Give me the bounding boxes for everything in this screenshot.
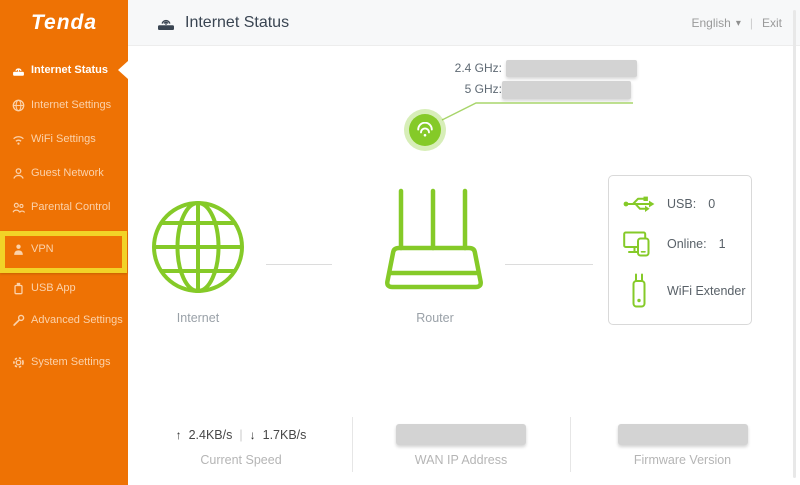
- internet-node-label: Internet: [176, 311, 220, 325]
- upload-arrow-icon: ↑: [175, 427, 182, 442]
- speed-values: ↑ 2.4KB/s | ↓ 1.7KB/s: [130, 424, 352, 445]
- header-right: English ▾ | Exit: [691, 0, 782, 46]
- wifi-extender-row[interactable]: WiFi Extender: [609, 273, 751, 309]
- wrench-icon: [11, 313, 25, 327]
- wan-ip-section: WAN IP Address: [352, 424, 570, 467]
- connector-internet-router: [266, 264, 332, 265]
- download-speed-value: 1.7KB/s: [262, 427, 307, 442]
- sidebar-item-parental-control[interactable]: Parental Control: [0, 196, 128, 218]
- usb-label: USB:: [667, 196, 697, 211]
- sidebar-item-label: Parental Control: [31, 201, 111, 213]
- footer-divider-1: [352, 417, 353, 472]
- router-status-icon: [11, 63, 25, 77]
- redacted-wan-ip-value: [396, 424, 526, 445]
- upload-speed-value: 2.4KB/s: [188, 427, 233, 442]
- header-separator: |: [749, 16, 753, 30]
- firmware-label: Firmware Version: [633, 453, 732, 467]
- online-label: Online:: [667, 237, 707, 251]
- sidebar-item-usb-app[interactable]: USB App: [0, 277, 128, 299]
- router-title-icon: [156, 15, 176, 32]
- internet-globe-icon: [152, 201, 244, 293]
- firmware-section: Firmware Version: [570, 424, 795, 467]
- language-selector[interactable]: English ▾: [691, 16, 740, 30]
- exit-button[interactable]: Exit: [761, 16, 782, 30]
- current-speed-label: Current Speed: [200, 453, 282, 467]
- usb-app-icon: [11, 281, 25, 295]
- router-node[interactable]: [381, 186, 489, 294]
- redacted-ssid-5g-value: [502, 81, 631, 99]
- wan-ip-label: WAN IP Address: [414, 453, 508, 467]
- sidebar-item-guest-network[interactable]: Guest Network: [0, 162, 128, 184]
- wifi-icon: [11, 132, 25, 146]
- router-node-label: Router: [416, 311, 454, 325]
- sidebar-item-label: System Settings: [31, 356, 111, 368]
- sidebar-item-internet-status[interactable]: Internet Status: [0, 59, 128, 81]
- band-5g-label: 5 GHz:: [464, 82, 502, 96]
- sidebar-item-label: WiFi Settings: [31, 133, 96, 145]
- gear-icon: [11, 355, 25, 369]
- redacted-ssid-2g-value: [506, 60, 637, 77]
- wifi-callout-line: [436, 95, 636, 123]
- sidebar-item-label: Internet Settings: [31, 99, 112, 111]
- current-speed-section: ↑ 2.4KB/s | ↓ 1.7KB/s Current Speed: [130, 424, 352, 468]
- sidebar-item-label: USB App: [31, 282, 76, 294]
- scrollbar[interactable]: [793, 10, 796, 478]
- online-devices-icon: [621, 231, 657, 257]
- sidebar-item-system-settings[interactable]: System Settings: [0, 351, 128, 373]
- usb-count: 0: [708, 196, 716, 211]
- sidebar-item-wifi-settings[interactable]: WiFi Settings: [0, 128, 128, 150]
- band-2g-label: 2.4 GHz:: [454, 61, 502, 75]
- page-title-group: Internet Status: [156, 0, 289, 46]
- redacted-firmware-value: [617, 424, 748, 445]
- sidebar-item-label: Guest Network: [31, 167, 104, 179]
- chevron-down-icon: ▾: [735, 17, 741, 29]
- speed-separator: |: [239, 427, 243, 442]
- sidebar-item-label: Internet Status: [31, 64, 109, 76]
- active-item-arrow: [118, 61, 128, 79]
- sidebar-item-vpn[interactable]: VPN: [0, 238, 128, 260]
- sidebar-item-internet-settings[interactable]: Internet Settings: [0, 94, 128, 116]
- parental-icon: [11, 200, 25, 214]
- vpn-highlight-annotation: [0, 231, 127, 273]
- sidebar: Tenda Internet Status Internet Settings …: [0, 0, 128, 485]
- vpn-icon: [11, 242, 25, 256]
- sidebar-item-label: VPN: [31, 243, 54, 255]
- sidebar-item-advanced-settings[interactable]: Advanced Settings: [0, 309, 128, 331]
- online-count: 1: [718, 237, 726, 251]
- language-label: English: [691, 16, 731, 30]
- usb-row[interactable]: USB: 0: [609, 192, 751, 216]
- wifi-node[interactable]: [404, 109, 446, 151]
- wifi-extender-icon: [621, 273, 657, 309]
- footer-divider-2: [570, 417, 571, 472]
- header: Internet Status English ▾ | Exit: [128, 0, 800, 46]
- globe-icon: [11, 98, 25, 112]
- guest-icon: [11, 166, 25, 180]
- page-title: Internet Status: [185, 14, 290, 31]
- tenda-logo: Tenda: [30, 11, 98, 34]
- download-arrow-icon: ↓: [249, 427, 256, 442]
- router-device-icon: [385, 188, 483, 290]
- clients-panel: USB: 0 Online: 1: [608, 175, 752, 325]
- internet-node[interactable]: [150, 199, 246, 295]
- online-row[interactable]: Online: 1: [609, 231, 751, 257]
- sidebar-item-label: Advanced Settings: [31, 314, 123, 326]
- usb-icon: [621, 192, 657, 216]
- extender-label: WiFi Extender: [667, 283, 746, 298]
- connector-router-clients: [505, 264, 593, 265]
- wifi-node-icon: [409, 114, 441, 146]
